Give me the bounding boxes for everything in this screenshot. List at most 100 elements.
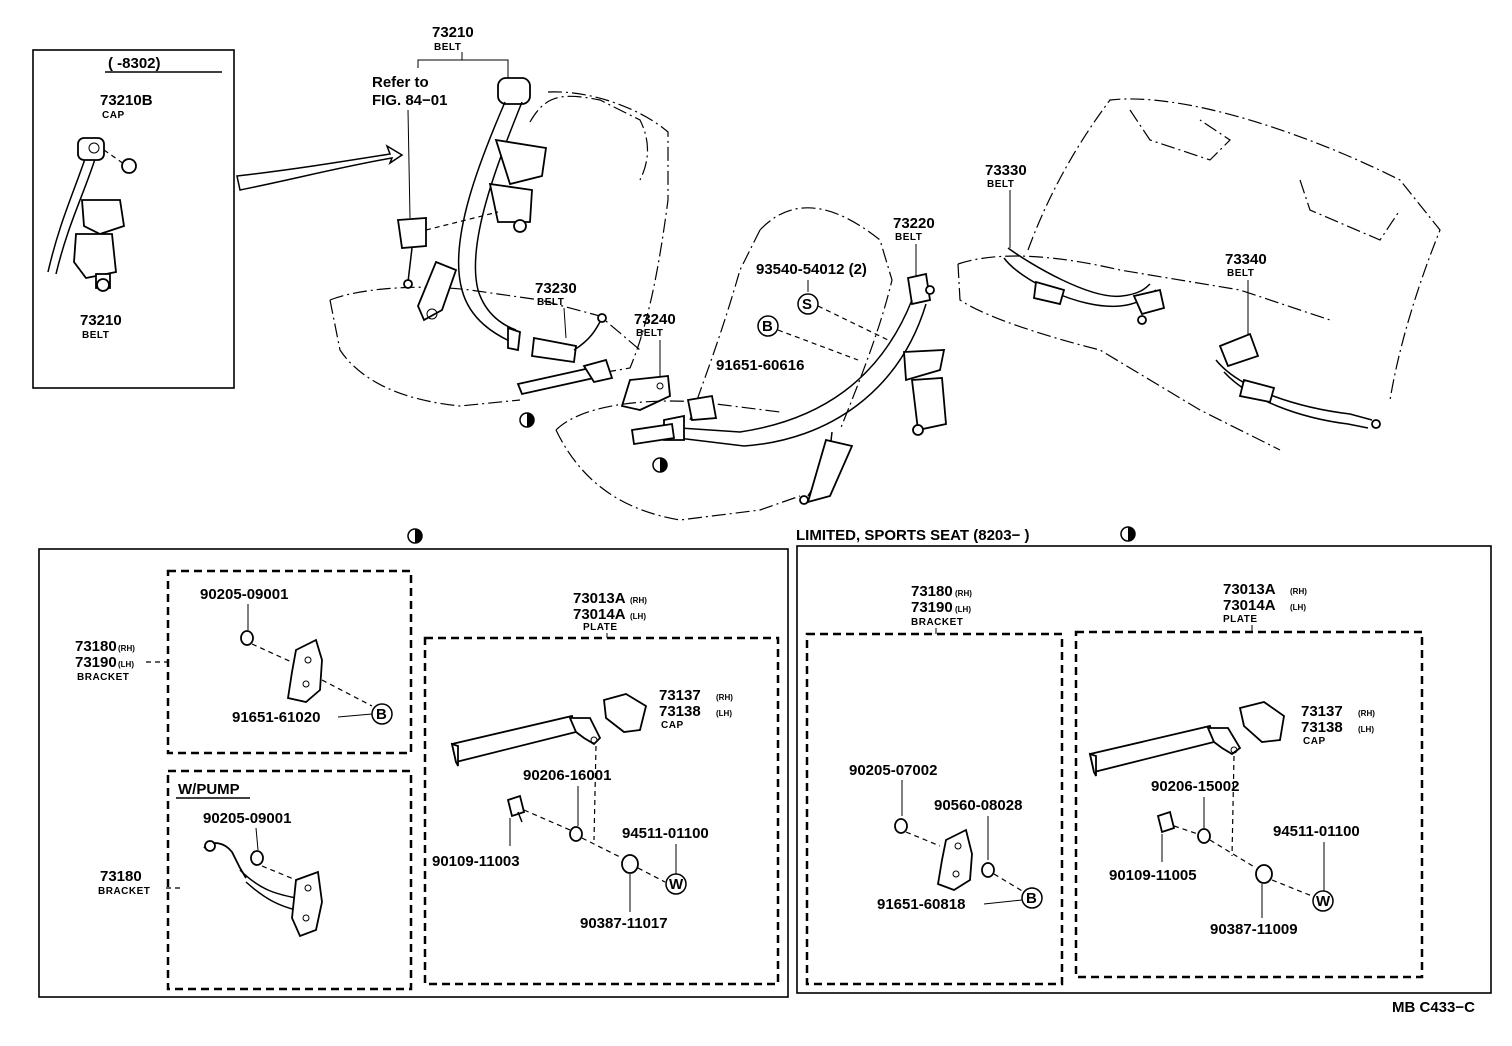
belt-73330-part: 73330 <box>985 162 1027 179</box>
belt-73220-part: 73220 <box>893 215 935 232</box>
right-w-marker <box>1312 890 1334 912</box>
left-bracket-name: BRACKET <box>77 672 129 683</box>
belt-73240-name: BELT <box>636 328 663 339</box>
left-plate-drawing <box>450 693 648 841</box>
right-p90560: 90560-08028 <box>934 797 1022 814</box>
front-belt-name: BELT <box>434 42 461 53</box>
right-cap-part-lh: 73138 <box>1301 719 1343 736</box>
drawing-code: MB C433−C <box>1392 999 1475 1016</box>
inset-cap-name: CAP <box>102 110 125 121</box>
left-panel-frame <box>38 548 789 998</box>
left-bolt-marker-letter: B <box>376 706 387 723</box>
belt-73230-part: 73230 <box>535 280 577 297</box>
left-hardware-drawing <box>506 794 666 883</box>
refer-line-1: Refer to <box>372 74 429 91</box>
belt-73240-drawing <box>620 375 671 411</box>
screw-part: 93540-54012 (2) <box>756 261 867 278</box>
wpump-washer-part: 90205-09001 <box>203 810 291 827</box>
right-bracket-drawing <box>894 818 1025 893</box>
refer-line-2: FIG. 84−01 <box>372 92 447 109</box>
right-cap-name: CAP <box>1303 736 1326 747</box>
screw-marker-letter: S <box>802 296 812 313</box>
front-belt-part: 73210 <box>432 24 474 41</box>
right-bolt-marker <box>1021 887 1043 909</box>
left-p90206: 90206-16001 <box>523 767 611 784</box>
left-bracket-drawing <box>240 630 373 707</box>
wpump-box <box>166 769 413 991</box>
left-plate-part-rh: 73013A <box>573 590 626 607</box>
right-bracket-box <box>805 632 1064 986</box>
right-plate-box <box>1074 630 1424 979</box>
inset-cap-part: 73210B <box>100 92 153 109</box>
screw-marker <box>797 293 819 315</box>
belt-73340-name: BELT <box>1227 268 1254 279</box>
right-p90205: 90205-07002 <box>849 762 937 779</box>
inset-frame <box>32 49 235 389</box>
left-bracket-suffix-rh: (RH) <box>118 644 135 653</box>
wpump-bracket-part: 73180 <box>100 868 142 885</box>
right-panel-heading: LIMITED, SPORTS SEAT (8203− ) <box>796 527 1030 544</box>
right-plate-suffix-rh: (RH) <box>1290 587 1307 596</box>
right-plate-part-lh: 73014A <box>1223 597 1276 614</box>
inset-range-label: ( -8302) <box>108 55 161 72</box>
right-p90206: 90206-15002 <box>1151 778 1239 795</box>
left-bracket-part-lh: 73190 <box>75 654 117 671</box>
right-panel-frame <box>796 545 1492 994</box>
refer-leader <box>407 109 411 219</box>
inset-belt-part: 73210 <box>80 312 122 329</box>
wpump-bracket-name: BRACKET <box>98 886 150 897</box>
left-cap-part-rh: 73137 <box>659 687 701 704</box>
belt-73330-drawing <box>1003 247 1166 325</box>
right-p90109: 90109-11005 <box>1109 867 1197 884</box>
left-p94511: 94511-01100 <box>622 825 709 842</box>
belt-73340-part: 73340 <box>1225 251 1267 268</box>
right-cap-suffix-lh: (LH) <box>1358 725 1374 734</box>
left-p90387: 90387-11017 <box>580 915 668 932</box>
bolt-marker-front <box>757 315 779 337</box>
right-plate-name: PLATE <box>1223 614 1258 625</box>
left-bolt-marker <box>371 703 393 725</box>
bolt-marker-front-letter: B <box>762 318 773 335</box>
left-cap-name: CAP <box>661 720 684 731</box>
belt-73220-name: BELT <box>895 232 922 243</box>
right-bolt-part: 91651-60818 <box>877 896 965 913</box>
left-plate-suffix-lh: (LH) <box>630 612 646 621</box>
right-cap-part-rh: 73137 <box>1301 703 1343 720</box>
rear-seat <box>957 98 1441 451</box>
front-belt-73210-drawing <box>396 77 548 352</box>
right-bracket-name: BRACKET <box>911 617 963 628</box>
belt-73340-drawing <box>1215 332 1381 429</box>
right-p94511: 94511-01100 <box>1273 823 1360 840</box>
belt-73220-drawing <box>630 272 947 505</box>
left-plate-box <box>423 636 780 986</box>
left-cap-suffix-lh: (LH) <box>716 709 732 718</box>
left-washer-part: 90205-09001 <box>200 586 288 603</box>
right-w-marker-letter: W <box>1316 893 1331 910</box>
left-plate-suffix-rh: (RH) <box>630 596 647 605</box>
bolt-front-part: 91651-60616 <box>716 357 804 374</box>
belt-73240-part: 73240 <box>634 311 676 328</box>
front-seat-left <box>329 91 669 407</box>
right-plate-suffix-lh: (LH) <box>1290 603 1306 612</box>
left-plate-part-lh: 73014A <box>573 606 626 623</box>
belt-73330-name: BELT <box>987 179 1014 190</box>
right-p90387: 90387-11009 <box>1210 921 1298 938</box>
left-p90109: 90109-11003 <box>432 853 520 870</box>
left-plate-name: PLATE <box>583 622 618 633</box>
right-bolt-marker-letter: B <box>1026 890 1037 907</box>
right-cap-suffix-rh: (RH) <box>1358 709 1375 718</box>
right-bracket-part-lh: 73190 <box>911 599 953 616</box>
front-seat-right <box>555 207 893 521</box>
left-cap-part-lh: 73138 <box>659 703 701 720</box>
wpump-title: W/PUMP <box>178 781 240 798</box>
left-bracket-part-rh: 73180 <box>75 638 117 655</box>
left-bolt-part: 91651-61020 <box>232 709 320 726</box>
left-w-marker <box>665 873 687 895</box>
left-w-marker-letter: W <box>669 876 684 893</box>
wpump-bracket-drawing <box>203 840 323 938</box>
right-bracket-part-rh: 73180 <box>911 583 953 600</box>
front-belt-leader <box>417 59 509 80</box>
right-bracket-suffix-lh: (LH) <box>955 605 971 614</box>
inset-belt-name: BELT <box>82 330 109 341</box>
